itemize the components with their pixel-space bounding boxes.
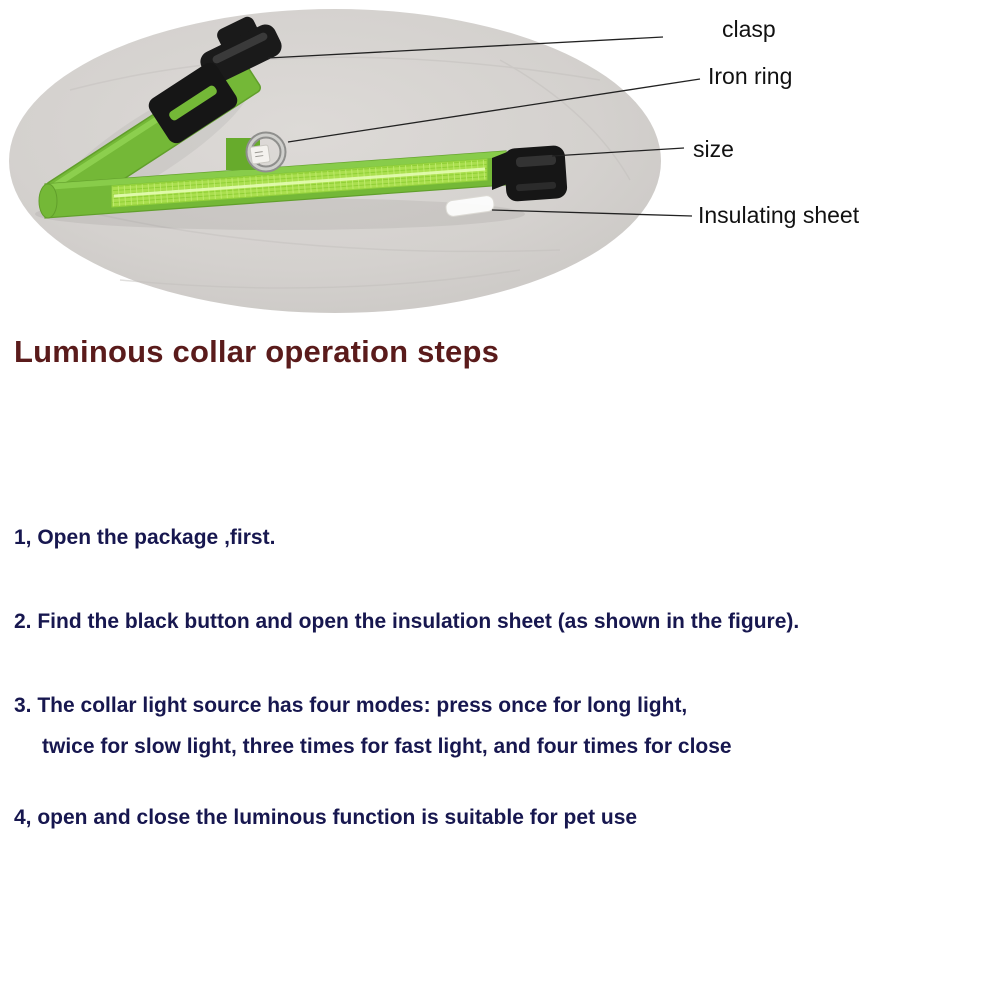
insulating-sheet bbox=[445, 195, 495, 217]
step-line-4: 4, open and close the luminous function … bbox=[14, 806, 638, 829]
photo-background bbox=[9, 9, 661, 313]
callout-lines bbox=[267, 36, 701, 217]
callout-line-clasp bbox=[267, 36, 664, 59]
collar-strap bbox=[38, 150, 507, 219]
callout-line-iron-ring bbox=[287, 78, 701, 143]
page-title: Luminous collar operation steps bbox=[14, 334, 500, 369]
callout-label-clasp: clasp bbox=[722, 16, 776, 42]
product-photo bbox=[0, 0, 1000, 330]
step-line-3: 3. The collar light source has four mode… bbox=[14, 694, 688, 717]
step-line-1: 1, Open the package ,first. bbox=[14, 526, 276, 549]
product-photo-illustration bbox=[9, 9, 701, 313]
callout-label-size: size bbox=[693, 136, 734, 162]
clasp-part bbox=[148, 16, 282, 144]
callout-label-iron-ring: Iron ring bbox=[708, 63, 793, 89]
buckle-part bbox=[492, 145, 568, 202]
step-line-3-continued: twice for slow light, three times for fa… bbox=[42, 735, 732, 758]
callout-line-insulating-sheet bbox=[491, 209, 693, 217]
callout-line-size bbox=[551, 147, 685, 157]
led-strip bbox=[111, 158, 488, 208]
step-line-2: 2. Find the black button and open the in… bbox=[14, 610, 800, 633]
size-tag bbox=[249, 144, 271, 165]
fabric-texture bbox=[39, 56, 631, 289]
iron-ring bbox=[226, 131, 287, 173]
callout-label-insulating-sheet: Insulating sheet bbox=[698, 202, 860, 228]
